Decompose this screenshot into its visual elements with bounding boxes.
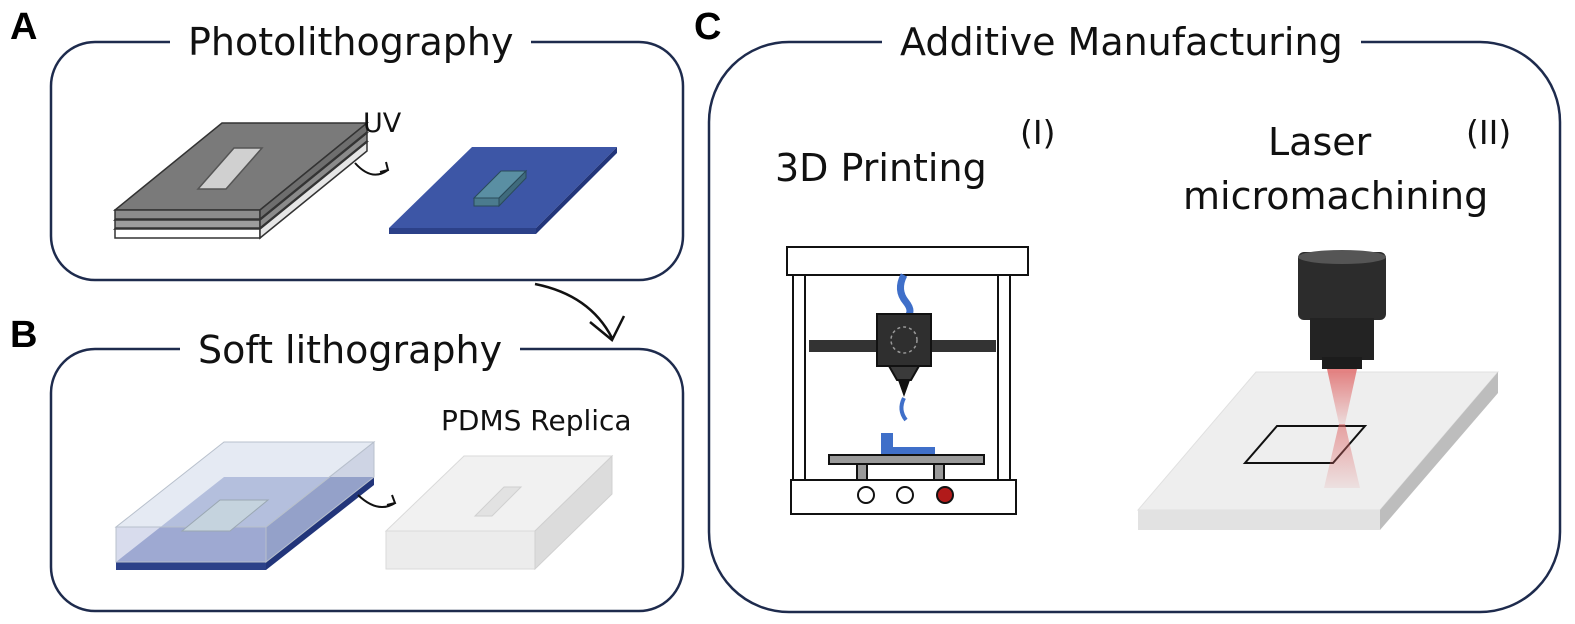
mold-on-substrate bbox=[389, 147, 617, 234]
print-head bbox=[876, 313, 932, 367]
panel-a-letter: A bbox=[10, 6, 38, 48]
laser-objective bbox=[1298, 250, 1386, 488]
panel-c-frame bbox=[707, 40, 1562, 614]
uv-label: UV bbox=[363, 108, 402, 139]
print-bed bbox=[828, 454, 985, 465]
pdms-casting bbox=[114, 440, 376, 570]
3d-printing-label: 3D Printing bbox=[775, 146, 987, 190]
photomask-opening bbox=[196, 147, 264, 190]
panel-c-letter: C bbox=[694, 6, 722, 48]
uv-arrow bbox=[354, 162, 389, 176]
pdms-replica-label: PDMS Replica bbox=[441, 404, 632, 437]
laser-cut-path bbox=[1242, 425, 1368, 464]
pdms-replica bbox=[384, 454, 614, 571]
wafer-stack bbox=[112, 121, 370, 240]
laser-beam bbox=[1327, 369, 1357, 424]
soft-lithography-title: Soft lithography bbox=[180, 328, 521, 372]
laser-label-line2: micromachining bbox=[1183, 174, 1489, 218]
printed-part bbox=[881, 433, 935, 455]
panel-b-letter: B bbox=[10, 314, 38, 356]
red-button bbox=[936, 486, 954, 504]
laser-workpiece bbox=[1136, 371, 1500, 530]
laser-index: (II) bbox=[1466, 113, 1512, 152]
3d-printer bbox=[786, 246, 1029, 515]
photolithography-title: Photolithography bbox=[170, 20, 532, 64]
filament bbox=[897, 273, 914, 321]
laser-label-line1: Laser bbox=[1268, 120, 1372, 164]
additive-manufacturing-title: Additive Manufacturing bbox=[882, 20, 1361, 64]
a-to-b-arrow bbox=[534, 282, 626, 342]
3d-printing-index: (I) bbox=[1020, 113, 1056, 152]
